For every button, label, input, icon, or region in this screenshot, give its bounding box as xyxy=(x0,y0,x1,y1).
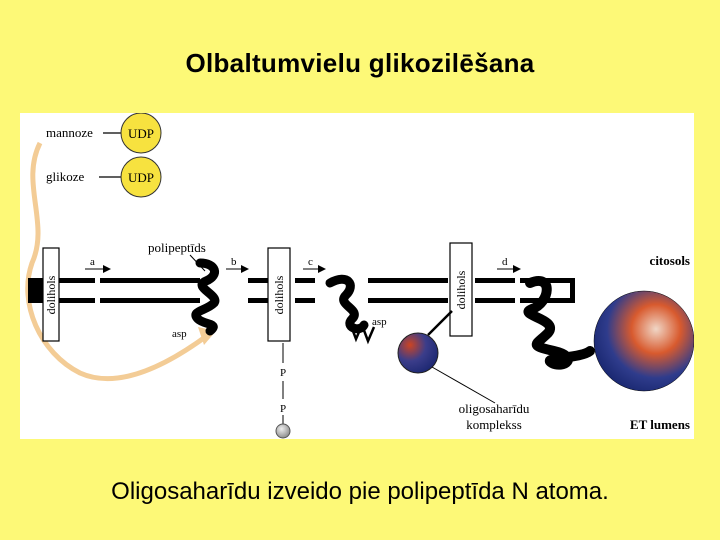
sugar-glucose: glikoze UDP xyxy=(46,156,162,198)
dolichol-box-3: dolihols xyxy=(449,242,473,337)
phosphate-ball xyxy=(275,423,291,439)
udp-label: UDP xyxy=(128,170,154,185)
step-label: b xyxy=(231,256,237,268)
step-b: b xyxy=(226,256,249,273)
sugar-mannose: mannoze UDP xyxy=(46,113,162,154)
udp-circle xyxy=(120,113,162,154)
dolichol-label: dolihols xyxy=(272,275,286,314)
oligo-label-2: komplekss xyxy=(466,417,522,432)
step-c: c xyxy=(303,256,326,273)
step-label: d xyxy=(502,256,508,268)
dolichol-label: dolihols xyxy=(454,270,468,309)
dolichol-label: dolihols xyxy=(44,275,58,314)
step-label: c xyxy=(308,256,313,268)
slide-caption: Oligosaharīdu izveido pie polipeptīda N … xyxy=(111,478,609,505)
dolichol-box-2: dolihols xyxy=(267,247,291,342)
diagram-svg: mannoze UDP glikoze UDP xyxy=(25,113,694,439)
step-a: a xyxy=(85,256,111,273)
transfer-arrow-path xyxy=(25,141,210,382)
asp-link xyxy=(348,321,376,345)
asp-label: asp xyxy=(372,316,387,328)
dolichol-box-1: dolihols xyxy=(42,247,60,342)
er-lumen-label: ET lumens xyxy=(630,417,690,432)
glucose-label: glikoze xyxy=(46,169,84,184)
cytosol-label: citosols xyxy=(650,253,690,268)
mannose-label: mannoze xyxy=(46,125,93,140)
polypeptide-coil xyxy=(191,258,220,336)
phosphate-chain: P P xyxy=(275,343,291,439)
oligosaccharide-complex-small xyxy=(397,332,439,374)
udp-circle xyxy=(120,156,162,198)
step-label: a xyxy=(90,256,95,268)
phosphate-label: P xyxy=(280,403,286,415)
udp-label: UDP xyxy=(128,126,154,141)
slide-title: Olbaltumvielu glikozilēšana xyxy=(185,48,535,78)
step-d: d xyxy=(497,256,521,273)
asp-label: asp xyxy=(172,328,187,340)
er-membrane xyxy=(28,278,575,303)
complex-link xyxy=(427,310,453,336)
glycosylation-diagram: mannoze UDP glikoze UDP xyxy=(20,113,694,439)
polypeptide-coil xyxy=(325,274,369,334)
oligo-label-1: oligosaharīdu xyxy=(459,401,530,416)
polypeptide-label: polipeptīds xyxy=(148,240,206,255)
polypeptide-coil xyxy=(523,276,595,370)
phosphate-label: P xyxy=(280,367,286,379)
oligosaccharide-complex-large xyxy=(593,290,694,392)
